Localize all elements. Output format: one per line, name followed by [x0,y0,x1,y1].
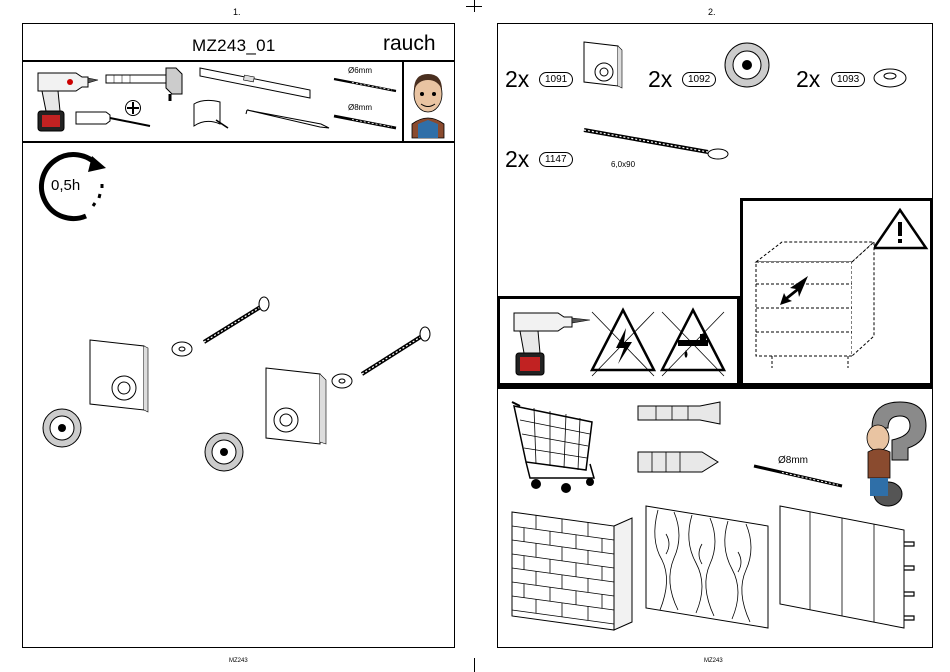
pencil-icon [245,108,331,130]
trolley-icon [510,400,602,496]
warning-triangle-icon [872,208,928,250]
part-code: 1091 [539,72,573,87]
adjusting-wheel-icon [722,40,772,90]
mounting-plate-icon [582,40,626,88]
part-code: 1147 [539,152,573,167]
dresser-icon [752,240,880,374]
page-crop-mark [466,6,482,7]
page-footer-code: MZ243 [229,658,248,664]
part-quantity: 2x [648,66,672,93]
screw-icon [582,124,732,160]
drill-bit-icon [752,462,844,490]
parts-assembly-drawing [40,296,440,476]
page-crop-mark [474,658,475,672]
brick-wall-icon [510,502,634,632]
electric-hazard-warning-icon [590,306,656,378]
drill-bit-icon [332,113,398,131]
page-number-1: 1. [233,7,241,17]
spirit-level-icon [198,64,314,102]
hammer-icon [104,66,184,102]
drill-bit-icon [332,76,398,94]
wall-plug-icon [636,398,732,428]
part-code: 1092 [682,72,716,87]
washer-icon [872,66,908,88]
cordless-drill-icon [506,305,592,379]
page-number-2: 2. [708,7,716,17]
assembler-avatar-icon [406,64,450,138]
part-quantity: 2x [505,146,529,173]
drill-bit-size-label: Ø8mm [348,103,372,112]
page-footer-code: MZ243 [704,658,723,664]
water-pipe-hazard-warning-icon [660,306,726,378]
assembly-duration: 0,5h [51,177,80,194]
phillips-screwdriver-icon [124,99,142,117]
wood-wall-icon [644,504,770,630]
part-code: 1093 [831,72,865,87]
plasterboard-wall-icon [778,504,920,630]
page-1-tools-divider [22,141,455,143]
page-1-avatar-divider [402,60,404,142]
page-1-header-divider [22,60,455,62]
brand-logo: rauch [383,32,436,56]
question-mark-icon [856,398,926,510]
pencil-icon [188,98,232,132]
screw-size-label: 6,0x90 [611,160,635,169]
drill-bit-size-label: Ø6mm [348,66,372,75]
wall-plug-icon [636,446,722,478]
model-title: MZ243_01 [192,36,276,56]
part-quantity: 2x [505,66,529,93]
phillips-screwdriver-icon [74,108,156,134]
section-divider [497,386,933,389]
part-quantity: 2x [796,66,820,93]
